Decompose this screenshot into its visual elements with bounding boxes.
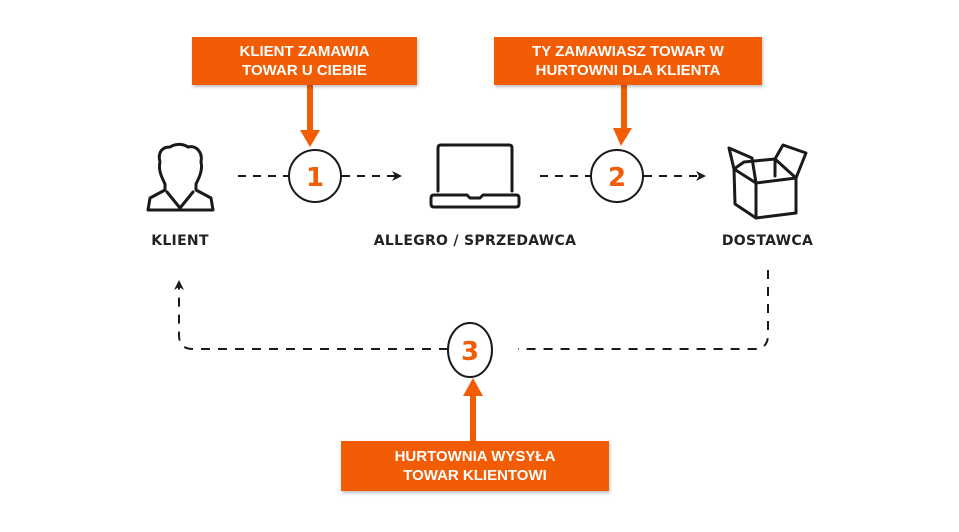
callout-step-3-line2: TOWAR KLIENTOWI (403, 467, 547, 484)
node-label-seller: ALLEGRO / SPRZEDAWCA (373, 233, 577, 249)
open-box-icon (727, 143, 808, 220)
node-label-supplier: DOSTAWCA (721, 233, 814, 249)
step-circle-1: 1 (288, 149, 342, 203)
callout-step-2-line2: HURTOWNI DLA KLIENTA (535, 62, 721, 79)
connector-supplier-to-client (174, 270, 769, 350)
callout-arrow-1 (300, 85, 320, 147)
callout-step-3-line1: HURTOWNIA WYSYŁA (394, 448, 556, 465)
callout-step-3: HURTOWNIA WYSYŁA TOWAR KLIENTOWI (341, 441, 609, 491)
step-number-2: 2 (608, 163, 626, 193)
callout-arrow-2 (613, 85, 632, 146)
step-number-3: 3 (461, 337, 479, 367)
callout-step-1-line1: KLIENT ZAMAWIA (239, 43, 370, 60)
step-number-1: 1 (306, 163, 324, 193)
person-icon (146, 142, 215, 212)
laptop-icon (429, 143, 521, 209)
callout-step-2-line1: TY ZAMAWIASZ TOWAR W (532, 43, 724, 60)
callout-step-1-line2: TOWAR U CIEBIE (242, 62, 367, 79)
callout-arrow-3 (463, 378, 483, 443)
step-circle-3: 3 (447, 322, 493, 378)
callout-step-1: KLIENT ZAMAWIA TOWAR U CIEBIE (192, 37, 417, 85)
node-label-client: KLIENT (151, 233, 209, 249)
step-circle-2: 2 (590, 149, 644, 203)
callout-step-2: TY ZAMAWIASZ TOWAR W HURTOWNI DLA KLIENT… (494, 37, 762, 85)
